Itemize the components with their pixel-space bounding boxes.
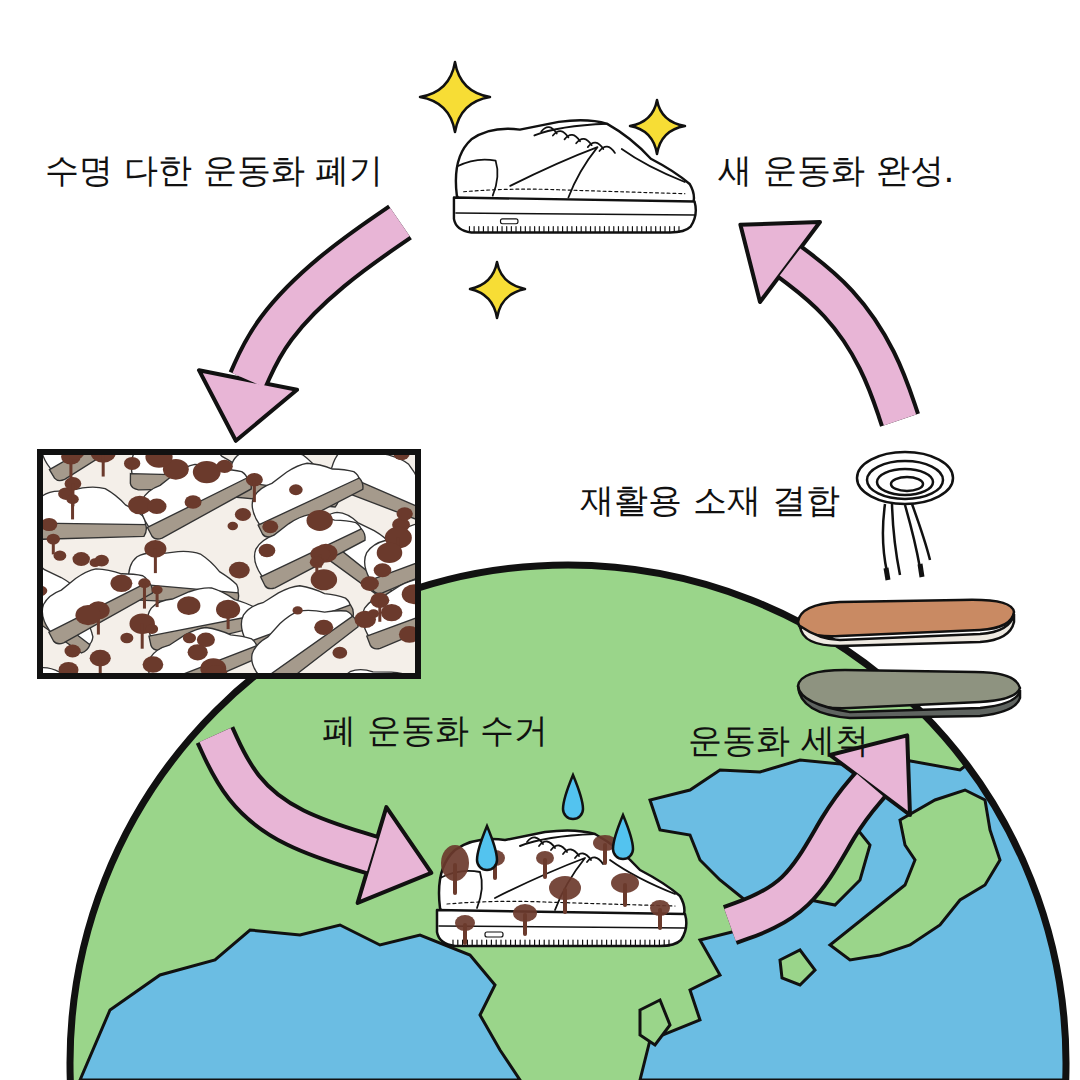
stage-label: 운동화 세척 <box>688 720 869 761</box>
cycle-arrow <box>215 735 431 903</box>
stage-label: 재활용 소재 결합 <box>580 480 840 521</box>
sparkle <box>420 62 490 132</box>
cycle-arrow <box>740 222 900 420</box>
dirty-sneaker <box>437 830 686 946</box>
globe <box>70 565 1070 1080</box>
shoes <box>437 120 696 946</box>
cycle-arrows <box>199 222 910 925</box>
ocean <box>80 925 520 1080</box>
stage-label: 폐 운동화 수거 <box>322 710 548 751</box>
drop <box>477 826 497 870</box>
drop <box>613 815 633 859</box>
sparkle <box>470 262 525 318</box>
drop <box>563 775 583 819</box>
land <box>780 950 815 985</box>
stage-label: 수명 다한 운동화 폐기 <box>45 150 383 191</box>
land <box>640 1000 670 1045</box>
cycle-arrow <box>199 222 400 441</box>
sparkles <box>420 62 685 318</box>
cycle-arrow <box>730 735 910 925</box>
insole <box>798 670 1020 708</box>
sparkle <box>630 100 685 154</box>
insole-edge <box>800 614 1014 646</box>
insoles <box>798 600 1020 718</box>
insole <box>798 600 1014 636</box>
stage-label: 새 운동화 완성. <box>718 150 954 191</box>
water-drops <box>477 775 633 870</box>
shoelace <box>857 452 953 580</box>
insole-edge <box>798 686 1020 718</box>
ocean <box>640 740 1070 1080</box>
